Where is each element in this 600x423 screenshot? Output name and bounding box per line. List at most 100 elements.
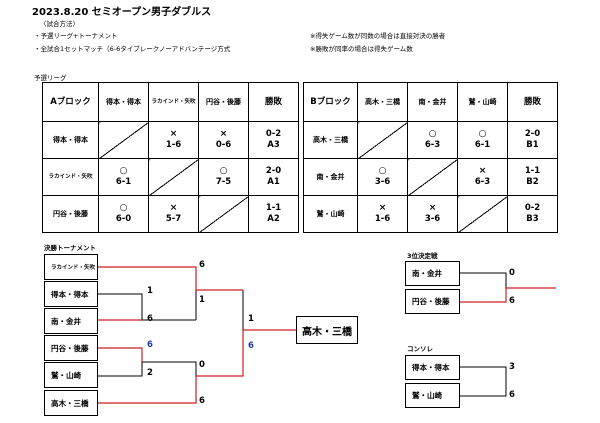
third-place-team: 南・金井 xyxy=(405,261,460,286)
win-line xyxy=(98,347,143,362)
rank: A1 xyxy=(267,177,280,187)
match-score: 6-1 xyxy=(474,140,491,151)
win-line xyxy=(98,266,197,290)
league-label: 予選リーグ xyxy=(34,74,67,82)
bracket-team: ラカインド・矢吹 xyxy=(44,254,98,280)
win-mark: ○ xyxy=(119,166,128,177)
block-b-col-team: 鷲・山崎 xyxy=(457,82,508,122)
score-final-top: 1 xyxy=(248,314,254,324)
bracket-line xyxy=(460,366,507,397)
diagonal-cell xyxy=(198,195,249,233)
score-r1b-bottom: 2 xyxy=(147,368,153,378)
block-a-col-team: 円谷・後藤 xyxy=(198,82,249,122)
bracket-team: 円谷・後藤 xyxy=(44,335,98,361)
score-r1a-bottom: 6 xyxy=(147,314,153,324)
loss-mark: × xyxy=(478,166,487,177)
win-line xyxy=(98,376,197,404)
third-place-score-top: 0 xyxy=(509,268,515,278)
rank: B2 xyxy=(526,177,539,187)
loss-mark: × xyxy=(428,203,437,214)
consolation-team: 得本・得本 xyxy=(405,355,460,380)
block-b-table: Bブロック 高木・三橋 南・金井 鷲・山崎 勝敗 高木・三橋 ○6-3 ○6-1… xyxy=(303,82,558,233)
rank: B1 xyxy=(526,140,539,150)
win-line xyxy=(196,330,244,377)
bracket-team: 鷲・山崎 xyxy=(44,362,98,388)
rule-1: ・予選リーグ+トーナメント xyxy=(34,32,118,40)
champion-box: 高木・三橋 xyxy=(296,316,358,344)
consolation-team: 鷲・山崎 xyxy=(405,383,460,408)
diagonal-cell xyxy=(457,195,508,233)
match-cell: ×5-7 xyxy=(148,195,199,233)
record: 2-0 xyxy=(265,166,282,177)
match-score: 6-1 xyxy=(115,177,132,188)
diagonal-cell xyxy=(148,158,199,196)
score-sf1-bottom: 1 xyxy=(199,295,205,305)
bracket-team: 南・金井 xyxy=(44,308,98,334)
match-score: 3-6 xyxy=(374,177,391,188)
note-2: ※勝敗が同率の場合は得失ゲーム数 xyxy=(310,45,413,53)
consolation-score-bottom: 6 xyxy=(509,390,515,400)
bracket-line xyxy=(98,293,143,320)
block-a-table: Aブロック 得本・得本 ラカインド・矢吹 円谷・後藤 勝敗 得本・得本 ×1-6… xyxy=(42,82,299,233)
rank: B3 xyxy=(526,214,539,224)
loss-mark: × xyxy=(169,129,178,140)
match-score: 6-3 xyxy=(424,140,441,151)
third-place-label: 3位決定戦 xyxy=(407,252,438,260)
score-r1b-top: 6 xyxy=(147,340,153,350)
match-score: 1-6 xyxy=(374,214,391,225)
third-place-team: 円谷・後藤 xyxy=(405,289,460,314)
match-cell: ○6-0 xyxy=(98,195,149,233)
score-sf2-bottom: 6 xyxy=(199,396,205,406)
match-score: 6-0 xyxy=(115,214,132,225)
score-sf2-top: 0 xyxy=(199,360,205,370)
record: 2-0 xyxy=(524,129,541,140)
record: 1-1 xyxy=(265,203,282,214)
bracket-team: 得本・得本 xyxy=(44,281,98,307)
note-1: ※得失ゲーム数が同数の場合は直接対決の勝者 xyxy=(310,32,446,40)
score-sf1-top: 6 xyxy=(199,260,205,270)
format-heading: 〈試合方法〉 xyxy=(40,20,79,28)
match-cell: ×6-3 xyxy=(457,158,508,196)
block-b-name: Bブロック xyxy=(303,82,358,122)
block-a-name: Aブロック xyxy=(42,82,99,122)
match-score: 3-6 xyxy=(424,214,441,225)
page-title: 2023.8.20 セミオープン男子ダブルス xyxy=(32,7,212,18)
match-cell: ○6-1 xyxy=(98,158,149,196)
diagonal-cell xyxy=(407,158,458,196)
bracket-line xyxy=(460,272,507,288)
diagonal-cell xyxy=(98,121,149,159)
win-mark: ○ xyxy=(378,166,387,177)
win-mark: ○ xyxy=(428,129,437,140)
win-mark: ○ xyxy=(219,166,228,177)
match-cell: ×1-6 xyxy=(148,121,199,159)
win-mark: ○ xyxy=(478,129,487,140)
block-b-result-header: 勝敗 xyxy=(507,82,558,122)
rank: A2 xyxy=(267,214,280,224)
bracket-line xyxy=(98,362,143,377)
match-cell: ×3-6 xyxy=(407,195,458,233)
consolation-score-top: 3 xyxy=(509,362,515,372)
record: 1-1 xyxy=(524,166,541,177)
match-score: 1-6 xyxy=(165,140,182,151)
bracket-team: 高木・三橋 xyxy=(44,390,98,416)
block-b-row-team: 南・金井 xyxy=(303,158,358,196)
score-final-bottom: 6 xyxy=(248,341,254,351)
block-a-col-team: 得本・得本 xyxy=(98,82,149,122)
record: 0-2 xyxy=(265,129,282,140)
win-line xyxy=(460,287,556,303)
loss-mark: × xyxy=(169,203,178,214)
score-r1a-top: 1 xyxy=(147,286,153,296)
tournament-label: 決勝トーナメント xyxy=(44,244,96,252)
rule-2: ・全試合1セットマッチ（6-6タイブレークノーアドバンテージ方式 xyxy=(34,45,231,53)
rank: A3 xyxy=(267,140,280,150)
block-b-row-team: 高木・三橋 xyxy=(303,121,358,159)
block-b-row-team: 鷲・山崎 xyxy=(303,195,358,233)
bracket-line xyxy=(142,361,197,376)
consolation-label: コンソレ xyxy=(407,345,433,353)
